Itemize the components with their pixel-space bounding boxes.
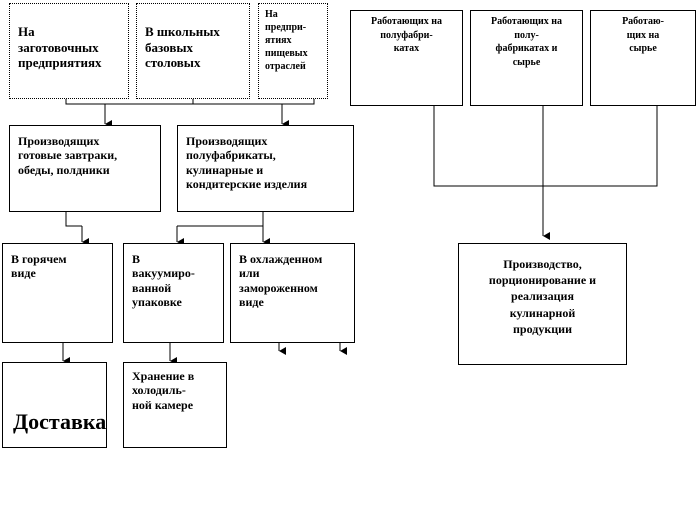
box-predpriyatiya-label: На предпри- ятиях пищевых отраслей (265, 9, 308, 72)
box-rab-polufabrikaty-label: Работающих на полуфабри- катах (371, 16, 442, 54)
box-rab-syre-label: Работаю- щих на сырье (622, 16, 664, 54)
box-polufabrikaty: Производящих полуфабрикаты, кулинарные и… (177, 125, 354, 212)
box-rab-polufabrikaty-syre-label: Работающих на полу- фабрикатах и сырье (491, 16, 562, 68)
box-rab-syre: Работаю- щих на сырье (590, 10, 696, 106)
box-hranenie-label: Хранение в холодиль- ной камере (132, 369, 195, 412)
box-polufabrikaty-label: Производящих полуфабрикаты, кулинарные и… (186, 134, 308, 192)
box-shkolnye-label: В школьных базовых столовых (145, 24, 220, 71)
box-ohlazhdennyy-label: В охлажденном или замороженном виде (239, 252, 323, 310)
connector-zavtraki-down (65, 212, 82, 227)
box-rab-polufabrikaty-syre: Работающих на полу- фабрикатах и сырье (470, 10, 583, 106)
box-goryachiy-label: В горячем виде (11, 252, 67, 281)
box-goryachiy: В горячем виде (2, 243, 113, 343)
box-dostavka-label: Доставка (13, 409, 107, 434)
box-dostavka: Доставка (2, 362, 107, 448)
box-proizvodstvo-label: Производство, порционирование и реализац… (488, 257, 597, 336)
box-shkolnye: В школьных базовых столовых (136, 3, 250, 99)
connector-polufabrikaty-down (177, 212, 264, 227)
box-vakuum-label: В вакуумиро- ванной упаковке (132, 252, 195, 310)
box-zavtraki: Производящих готовые завтраки, обеды, по… (9, 125, 161, 212)
box-zagotovochnye-label: На заготовочных предприятиях (18, 24, 102, 71)
box-vakuum: В вакуумиро- ванной упаковке (123, 243, 224, 343)
connector-top-left (65, 99, 315, 105)
box-zagotovochnye: На заготовочных предприятиях (9, 3, 129, 99)
box-zavtraki-label: Производящих готовые завтраки, обеды, по… (18, 134, 118, 177)
connector-right-group (433, 106, 658, 187)
box-hranenie: Хранение в холодиль- ной камере (123, 362, 227, 448)
box-predpriyatiya: На предпри- ятиях пищевых отраслей (258, 3, 328, 99)
box-ohlazhdennyy: В охлажденном или замороженном виде (230, 243, 355, 343)
box-proizvodstvo: Производство, порционирование и реализац… (458, 243, 627, 365)
box-rab-polufabrikaty: Работающих на полуфабри- катах (350, 10, 463, 106)
